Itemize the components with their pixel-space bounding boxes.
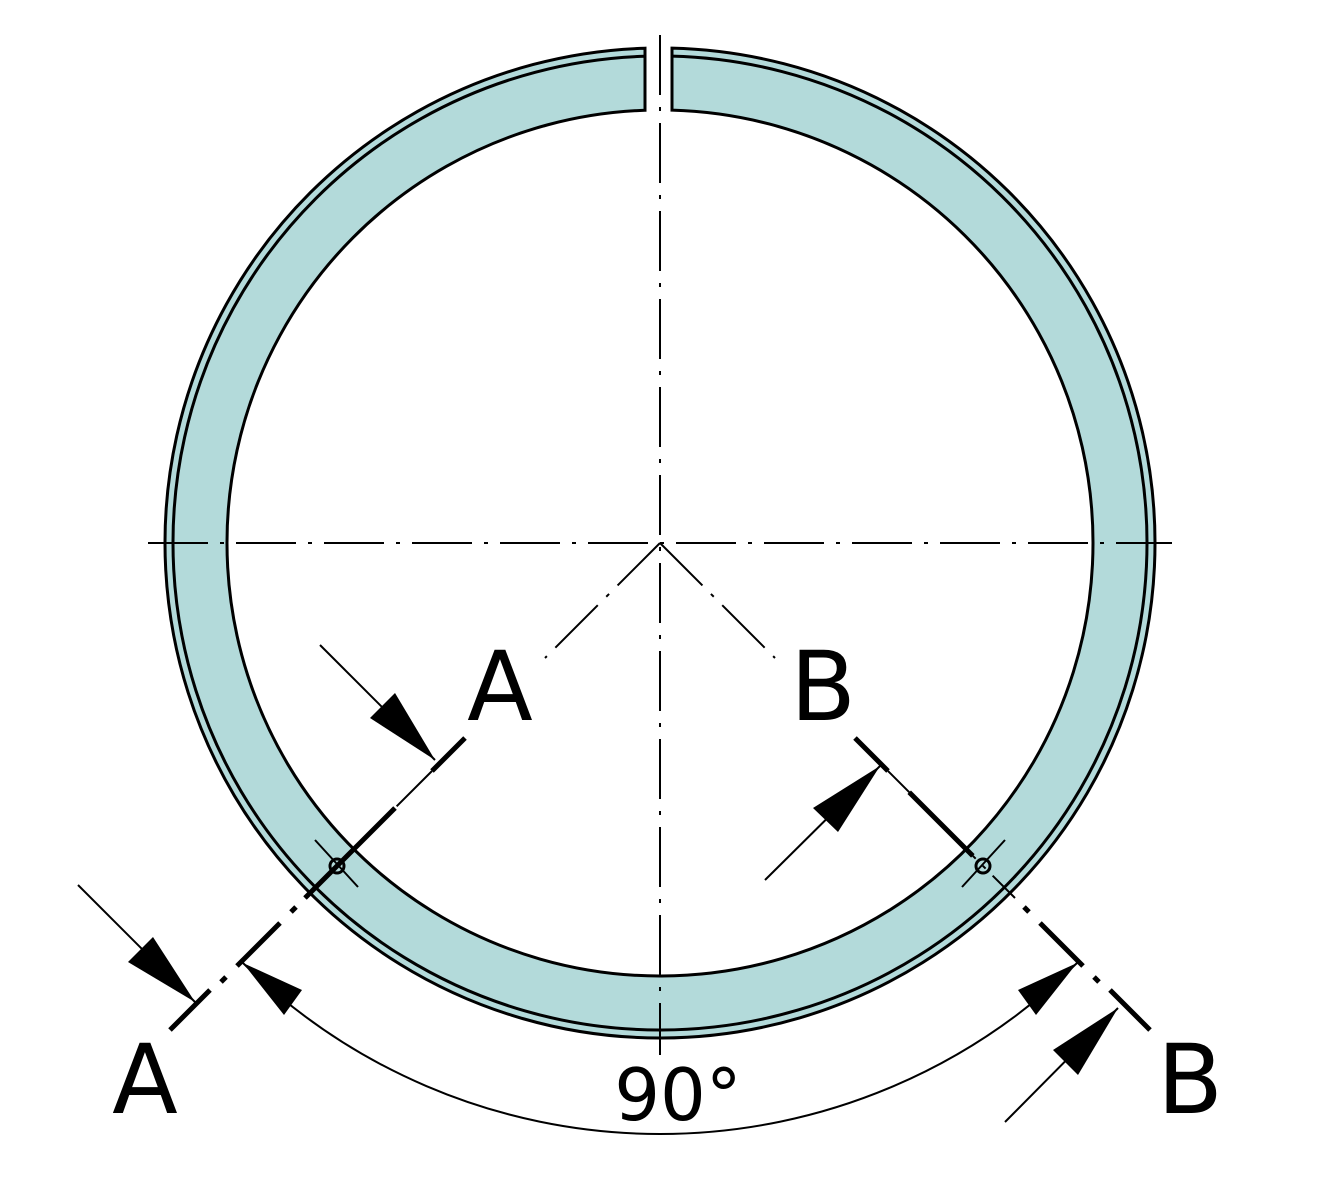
angle-dimension-arc <box>242 962 1078 1135</box>
arrowhead-a-lower-icon <box>128 937 195 1002</box>
center-lines <box>148 35 1172 1055</box>
section-a-center-mark-icon <box>328 857 346 875</box>
section-label-a-lower: A <box>112 1024 178 1136</box>
section-label-b-upper: B <box>790 631 856 743</box>
angle-label: 90° <box>614 1053 742 1137</box>
section-label-a-upper: A <box>467 631 533 743</box>
section-line-b <box>853 736 1152 1032</box>
angle-arrowhead-right-icon <box>1018 963 1077 1015</box>
section-b-center-mark-icon <box>974 857 992 875</box>
ring-outer-layer-line <box>171 54 1149 1032</box>
section-label-b-lower: B <box>1157 1024 1223 1136</box>
arrowhead-a-upper-icon <box>370 693 435 760</box>
section-b-axis <box>659 542 776 659</box>
section-a-axis <box>544 542 661 659</box>
arrowheads <box>128 693 1118 1075</box>
section-line-a <box>168 736 467 1032</box>
arrowhead-b-lower-icon <box>1053 1008 1118 1075</box>
split-ring <box>163 46 1157 1040</box>
arrowhead-b-upper-icon <box>813 766 880 832</box>
angle-arrowhead-left-icon <box>243 963 302 1015</box>
